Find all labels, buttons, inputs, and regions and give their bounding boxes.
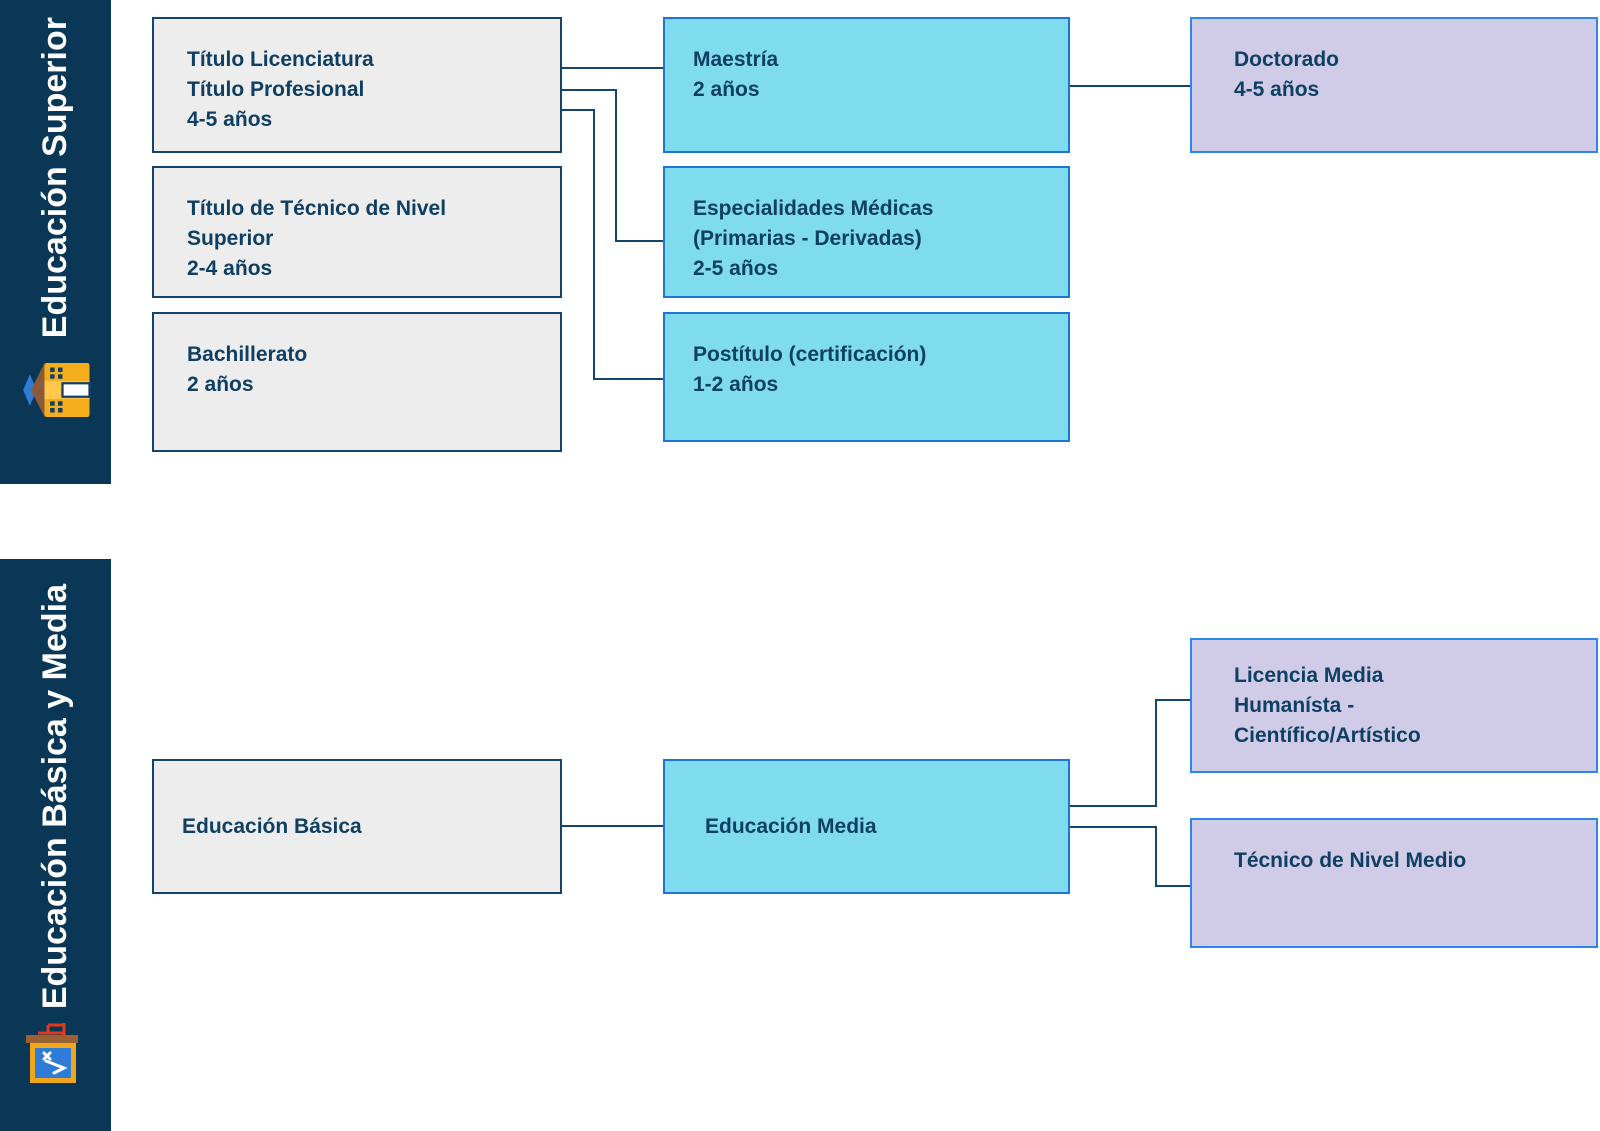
sidebar-basica-label-wrap: Educación Básica y Media <box>0 559 111 1035</box>
box-text-line: 2 años <box>693 78 760 101</box>
box-text-line: Educación Básica <box>182 814 362 838</box>
box-text-line: (Primarias - Derivadas) <box>693 227 922 250</box>
box-text-line: Técnico de Nivel Medio <box>1234 849 1467 872</box>
connector-media-tecnico-h1 <box>1070 826 1157 828</box>
connector-maestria-doctorado <box>1070 85 1190 87</box>
box-text-line: Postítulo (certificación) <box>693 343 927 366</box>
box-text-line: 2-5 años <box>693 257 779 280</box>
box-tecnico-nivel-medio: Técnico de Nivel Medio <box>1190 818 1598 948</box>
box-especialidades-medicas: Especialidades Médicas (Primarias - Deri… <box>663 166 1070 298</box>
box-doctorado: Doctorado 4-5 años <box>1190 17 1598 153</box>
box-text-line: 1-2 años <box>693 373 779 396</box>
sidebar-superior-label-wrap: Educación Superior <box>0 0 111 356</box>
box-licencia-media: Licencia Media Humanísta - Científico/Ar… <box>1190 638 1598 773</box>
box-bachillerato: Bachillerato 2 años <box>152 312 562 452</box>
box-text-line: 2 años <box>187 373 254 396</box>
sidebar-basica-label: Educación Básica y Media <box>36 584 74 1010</box>
connector-licenciatura-postitulo-h2 <box>593 378 663 380</box>
connector-media-licencia-h2 <box>1157 699 1190 701</box>
box-postitulo: Postítulo (certificación) 1-2 años <box>663 312 1070 442</box>
box-text-line: Bachillerato <box>187 343 308 366</box>
box-tecnico-nivel-superior: Título de Técnico de Nivel Superior 2-4 … <box>152 166 562 298</box>
box-text-line: 4-5 años <box>1234 78 1320 101</box>
connector-basica-media <box>562 825 663 827</box>
box-text-line: Doctorado <box>1234 48 1339 71</box>
box-text-line: Superior <box>187 227 274 250</box>
box-educacion-media: Educación Media <box>663 759 1070 894</box>
classroom-chalkboard-icon <box>22 1023 86 1087</box>
box-text-line: Título Profesional <box>187 78 365 101</box>
box-text-line: Humanísta - <box>1234 693 1355 717</box>
box-maestria: Maestría 2 años <box>663 17 1070 153</box>
connector-media-licencia-v <box>1155 699 1157 807</box>
box-text-line: Especialidades Médicas <box>693 197 934 220</box>
connector-licenciatura-especialidades-v <box>615 89 617 242</box>
box-text-line: Científico/Artístico <box>1234 723 1421 747</box>
box-text-line: Educación Media <box>705 814 877 838</box>
box-text-line: Maestría <box>693 48 779 71</box>
connector-licenciatura-postitulo-h1 <box>562 109 595 111</box>
connector-media-tecnico-h2 <box>1157 885 1190 887</box>
box-text-line: 4-5 años <box>187 108 273 131</box>
sidebar-superior-label: Educación Superior <box>36 17 74 339</box>
box-titulo-licenciatura: Título Licenciatura Título Profesional 4… <box>152 17 562 153</box>
school-building-icon <box>22 354 94 426</box>
connector-licenciatura-postitulo-v <box>593 109 595 380</box>
connector-media-licencia-h1 <box>1070 805 1157 807</box>
connector-licenciatura-especialidades-h2 <box>615 240 663 242</box>
box-text-line: 2-4 años <box>187 257 273 280</box>
box-educacion-basica: Educación Básica <box>152 759 562 894</box>
connector-licenciatura-especialidades-h1 <box>562 89 617 91</box>
box-text-line: Licencia Media <box>1234 663 1384 687</box>
box-text-line: Título de Técnico de Nivel <box>187 197 447 220</box>
connector-licenciatura-maestria <box>562 67 663 69</box>
box-text-line: Título Licenciatura <box>187 48 374 71</box>
connector-media-tecnico-v <box>1155 826 1157 887</box>
